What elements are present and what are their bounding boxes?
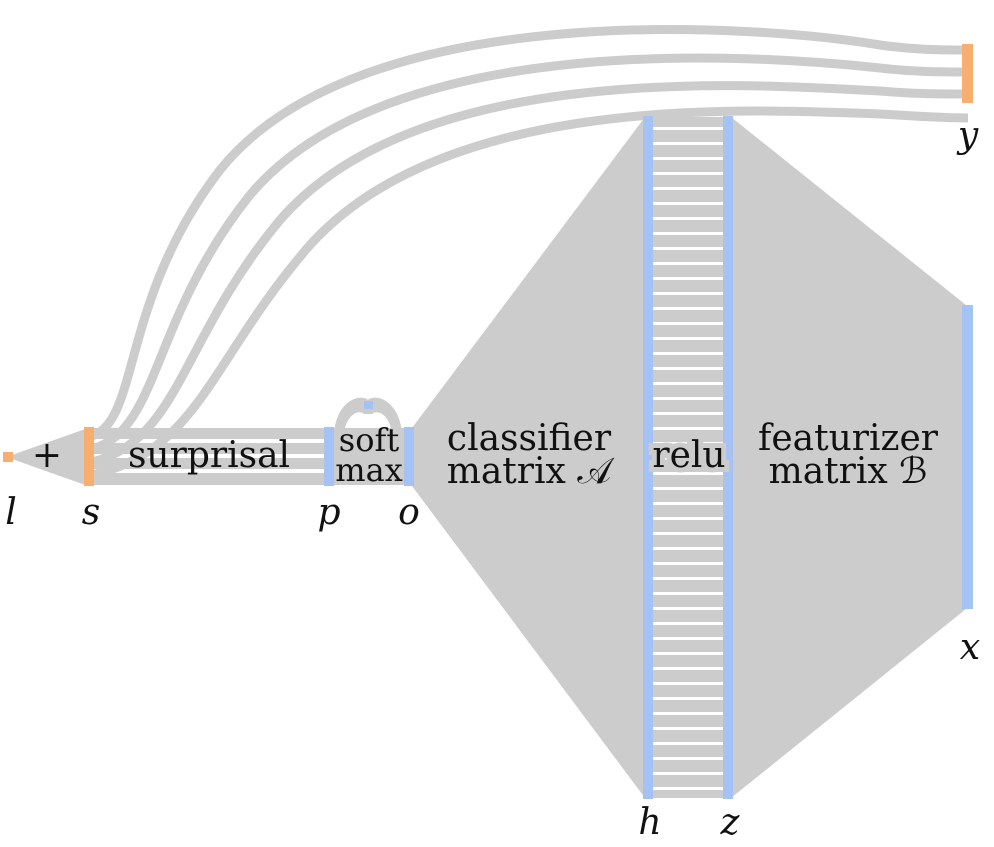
surprisal-label: surprisal — [128, 435, 290, 476]
node-z-bar — [723, 116, 733, 799]
variable-l-label: l — [5, 492, 17, 533]
relu-label: relu — [652, 435, 725, 476]
node-s-bar — [84, 427, 94, 486]
strand-1 — [90, 25, 969, 441]
variable-p-label: p — [317, 492, 340, 533]
softmax-body — [332, 428, 406, 485]
featurizer-label-line2: matrix ℬ — [769, 451, 928, 492]
variable-o-label: o — [398, 492, 420, 533]
variable-z-label: z — [720, 802, 741, 843]
featurizer-label-line1: featurizer — [758, 418, 939, 459]
node-y-bar — [962, 44, 973, 103]
plus-label: + — [32, 435, 62, 476]
node-l-bar — [3, 452, 13, 462]
variable-h-label: h — [638, 802, 661, 843]
surprisal-strand — [90, 443, 326, 454]
surprisal-block — [90, 428, 326, 485]
node-x-bar — [962, 305, 973, 609]
softmax-label-line1: soft — [339, 421, 400, 459]
surprisal-strand — [90, 458, 326, 469]
classifier-matrix-region — [412, 117, 645, 798]
softmax-label-line2: max — [335, 451, 402, 489]
relu-stripes — [653, 127, 723, 790]
node-h-bar — [643, 116, 653, 799]
label-strands — [90, 25, 969, 480]
surprisal-strand — [90, 428, 326, 439]
featurizer-matrix-region — [731, 117, 966, 798]
strand-2 — [90, 53, 969, 454]
classifier-label-line1: classifier — [447, 418, 612, 459]
relu-block — [652, 117, 724, 798]
strand-3 — [90, 81, 969, 467]
variable-y-label: y — [956, 115, 979, 156]
softmax-loop — [334, 397, 402, 432]
strand-4 — [90, 106, 969, 480]
plus-funnel — [12, 428, 88, 486]
variable-s-label: s — [82, 492, 100, 533]
softmax-sum-bar — [364, 401, 373, 409]
node-p-bar — [324, 427, 334, 486]
surprisal-strand — [90, 473, 326, 485]
classifier-label-line2: matrix 𝒜 — [447, 451, 616, 492]
variable-x-label: x — [960, 627, 980, 668]
node-o-bar — [404, 427, 414, 486]
softmax-block — [332, 397, 406, 485]
